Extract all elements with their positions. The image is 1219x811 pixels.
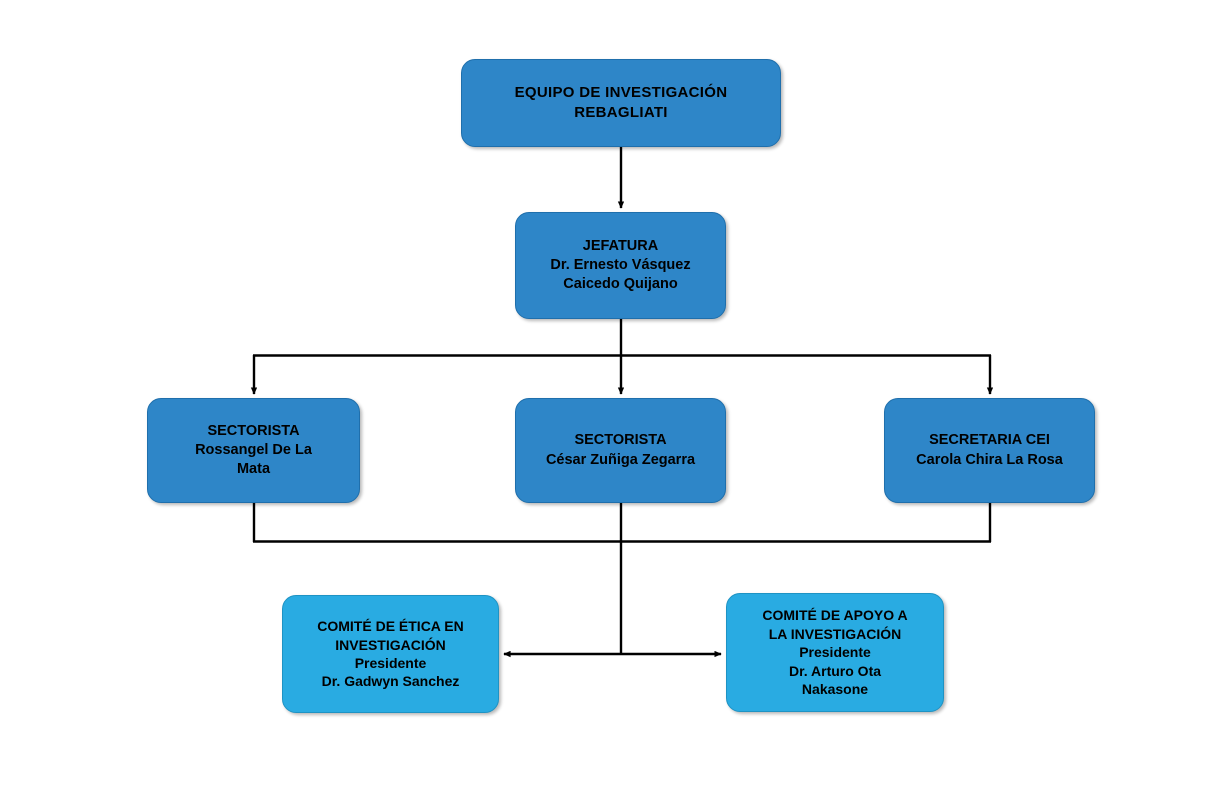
node-sectorista-mid-name-line1: César Zuñiga Zegarra [545, 451, 696, 468]
node-comite-apoyo-title-line1: COMITÉ DE APOYO A [762, 607, 908, 624]
node-comite-etica-name-line1: Dr. Gadwyn Sanchez [321, 673, 460, 690]
node-comite-etica-title-line1: COMITÉ DE ÉTICA EN [317, 618, 464, 635]
node-secretaria-cei[interactable]: SECRETARIA CEI Carola Chira La Rosa [884, 398, 1095, 503]
node-root-title-line2: REBAGLIATI [574, 104, 668, 121]
node-jefatura-name-line1: Dr. Ernesto Vásquez [550, 256, 691, 273]
node-comite-apoyo-name-line1: Dr. Arturo Ota [788, 662, 882, 679]
node-comite-etica-title-line2: INVESTIGACIÓN [335, 636, 446, 653]
node-equipo-investigacion-rebagliati[interactable]: EQUIPO DE INVESTIGACIÓN REBAGLIATI [461, 59, 781, 147]
node-sectorista-left-name-line1: Rossangel De La [195, 441, 312, 458]
node-comite-etica-role: Presidente [354, 655, 427, 671]
node-sectorista-rossangel-de-la-mata[interactable]: SECTORISTA Rossangel De La Mata [147, 398, 360, 503]
node-jefatura-role: JEFATURA [582, 237, 659, 254]
node-jefatura[interactable]: JEFATURA Dr. Ernesto Vásquez Caicedo Qui… [515, 212, 726, 319]
node-comite-apoyo-name-line2: Nakasone [801, 681, 869, 698]
node-comite-apoyo-investigacion[interactable]: COMITÉ DE APOYO A LA INVESTIGACIÓN Presi… [726, 593, 944, 712]
node-root-title-line1: EQUIPO DE INVESTIGACIÓN [514, 84, 728, 102]
node-comite-apoyo-role: Presidente [799, 644, 871, 661]
node-sectorista-mid-role: SECTORISTA [574, 432, 667, 449]
node-secretaria-name-line1: Carola Chira La Rosa [916, 451, 1063, 468]
node-comite-apoyo-title-line2: LA INVESTIGACIÓN [768, 625, 902, 642]
node-sectorista-cesar-zuniga-zegarra[interactable]: SECTORISTA César Zuñiga Zegarra [515, 398, 726, 503]
node-sectorista-left-role: SECTORISTA [207, 422, 300, 439]
node-jefatura-name-line2: Caicedo Quijano [563, 276, 678, 293]
node-sectorista-left-name-line2: Mata [236, 461, 271, 478]
node-secretaria-role: SECRETARIA CEI [929, 432, 1050, 449]
node-comite-etica-investigacion[interactable]: COMITÉ DE ÉTICA EN INVESTIGACIÓN Preside… [282, 595, 499, 713]
